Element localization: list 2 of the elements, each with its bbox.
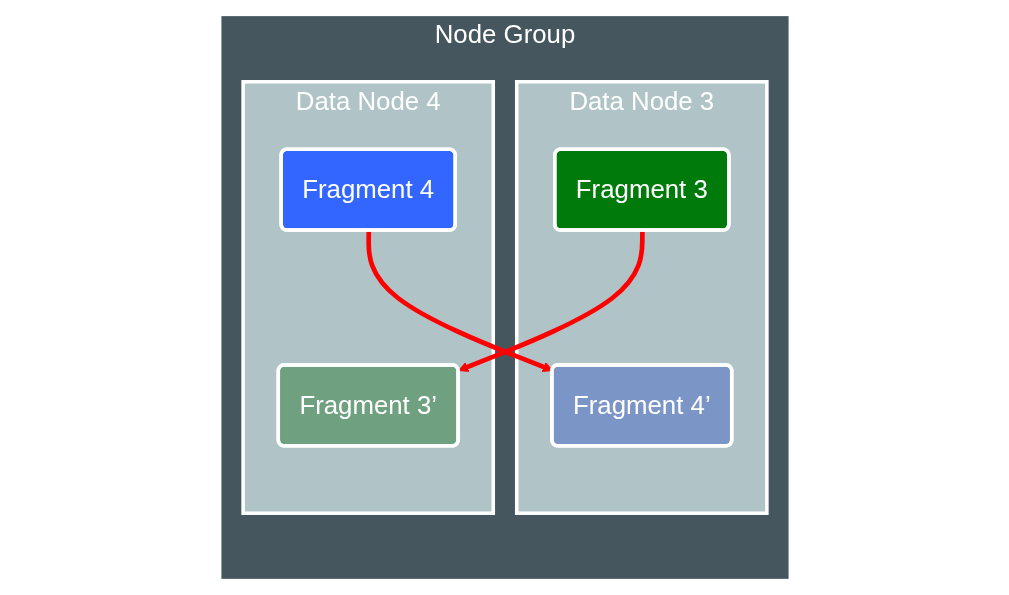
arrow (457, 230, 645, 372)
arrow (365, 230, 553, 372)
